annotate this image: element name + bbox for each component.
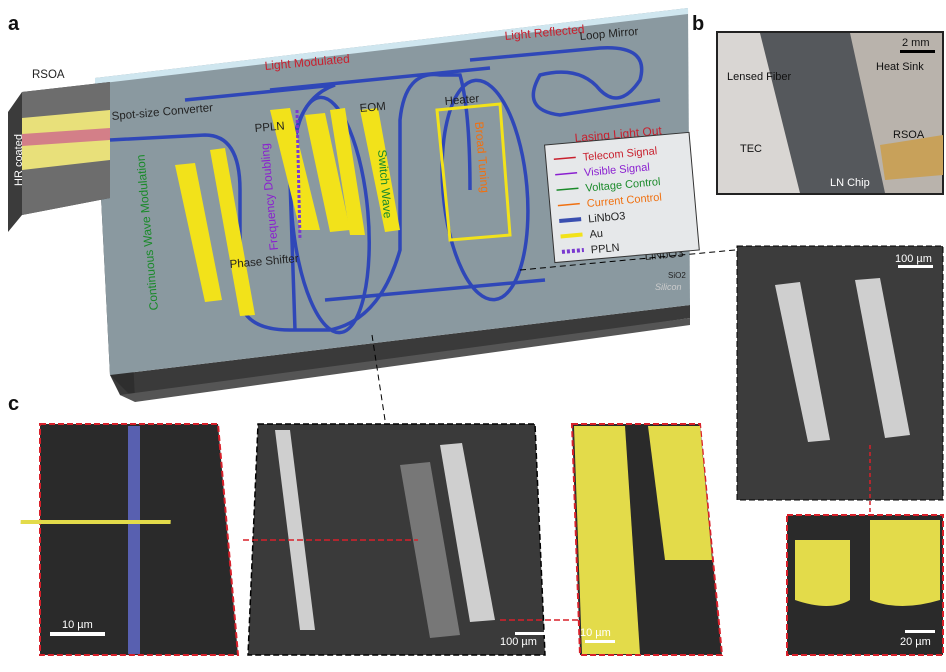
eom-label: EOM xyxy=(359,101,386,115)
scale-bar-10um-eom: 10 µm xyxy=(580,627,611,639)
tec-label: TEC xyxy=(740,143,762,155)
sem-heater-zoom: 20 µm xyxy=(786,514,944,656)
legend-label: PPLN xyxy=(590,242,620,256)
light-reflected-label: Light Reflected xyxy=(504,22,585,43)
sem-ppln-zoom: 10 µm xyxy=(20,423,240,656)
legend-swatch xyxy=(555,172,578,176)
scale-bar-100um-overview: 100 µm xyxy=(500,636,537,648)
legend-swatch xyxy=(561,248,585,254)
legend-swatch xyxy=(556,187,579,191)
legend-label: LiNbO3 xyxy=(588,210,626,225)
panel-label-c: c xyxy=(8,393,19,415)
loop-mirror-label: Loop Mirror xyxy=(579,26,639,43)
ppln-region xyxy=(295,109,302,241)
heat-sink-label: Heat Sink xyxy=(876,61,924,73)
linbo3-waveguides xyxy=(109,46,661,335)
chip-schematic: HR coated RSOA Spot-size Converter L xyxy=(8,8,700,402)
scale-bar-100um-heater: 100 µm xyxy=(895,253,932,265)
panel-label-a: a xyxy=(8,13,20,35)
scale-bar-20um: 20 µm xyxy=(900,636,931,648)
ln-chip-label: LN Chip xyxy=(830,177,870,189)
scale-bar-2mm: 2 mm xyxy=(902,37,930,49)
sem-heater: 100 µm xyxy=(736,245,944,501)
hr-coated-label: HR coated xyxy=(13,134,25,186)
legend-swatch xyxy=(559,217,582,224)
heater-label: Heater xyxy=(444,93,480,108)
panel-label-b: b xyxy=(692,13,704,35)
legend-label: Au xyxy=(589,228,603,241)
rsoa-block: HR coated RSOA xyxy=(8,69,110,232)
switch-wave-label: Switch Wave xyxy=(375,149,395,219)
legend-swatch xyxy=(560,232,583,239)
legend-label: Visible Signal xyxy=(584,161,651,179)
lensed-fiber-label: Lensed Fiber xyxy=(727,71,792,83)
scale-bar-10um-ppln: 10 µm xyxy=(62,619,93,631)
layer-sio2-label: SiO2 xyxy=(668,271,686,280)
photo-chip-setup: 2 mm Lensed Fiber Heat Sink TEC RSOA LN … xyxy=(716,31,944,195)
sem-eom-zoom: 10 µm xyxy=(570,423,724,656)
rsoa-photo-label: RSOA xyxy=(893,129,925,141)
ppln-label: PPLN xyxy=(254,120,285,135)
broad-tuning-label: Broad Tuning xyxy=(472,121,492,193)
legend-swatch xyxy=(557,202,580,207)
rsoa-label: RSOA xyxy=(32,69,65,81)
legend-swatch xyxy=(553,156,576,161)
layer-silicon-label: Silicon xyxy=(655,282,682,292)
au-electrodes xyxy=(175,102,512,316)
